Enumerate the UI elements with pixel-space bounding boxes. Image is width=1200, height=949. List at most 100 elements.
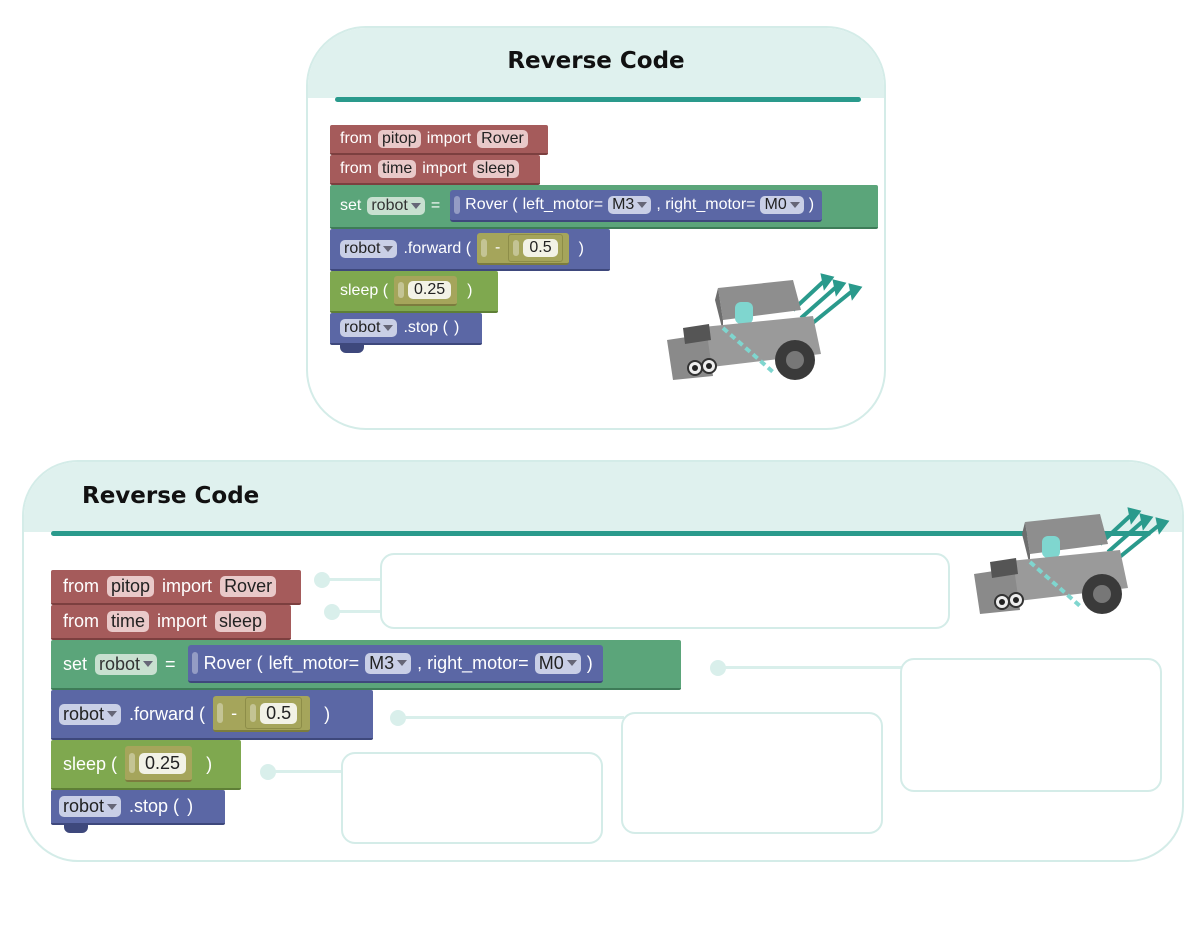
left-motor-label: left_motor= (522, 196, 604, 213)
top-card-rule (335, 97, 861, 102)
bottom-card-rule (51, 531, 1151, 536)
forward-block[interactable]: robot .forward ( - 0.5 ) (51, 690, 373, 740)
annotation-connector-line (404, 716, 624, 719)
connector-notch (129, 752, 136, 774)
dropdown-caret-icon (107, 803, 118, 810)
connector-notch (217, 702, 224, 724)
annotation-connector-line (338, 610, 382, 613)
annotation-connector-dot (710, 660, 726, 676)
left-motor-dropdown[interactable]: M3 (608, 196, 652, 214)
close-paren: ) (467, 282, 473, 299)
dropdown-caret-icon (143, 661, 154, 667)
forward-speed-value[interactable]: 0.5 (523, 239, 558, 257)
set-robot-block[interactable]: set robot = Rover ( left_motor= M3 , rig… (330, 185, 878, 229)
number-block[interactable]: 0.5 (245, 697, 303, 729)
sleep-duration-value[interactable]: 0.25 (139, 752, 187, 774)
import-sleep-block[interactable]: from time import sleep (51, 605, 291, 640)
connector-notch (513, 240, 520, 256)
close-paren: ) (187, 796, 194, 816)
connector-notch (454, 196, 461, 214)
negate-block[interactable]: - 0.5 (477, 233, 569, 265)
import-rover-block[interactable]: from pitop import Rover (51, 570, 301, 605)
from-keyword: from (63, 576, 99, 596)
annotation-connector-dot (324, 604, 340, 620)
left-motor-dropdown[interactable]: M3 (365, 652, 412, 674)
sleep-duration-value[interactable]: 0.25 (408, 281, 452, 299)
import-name-rover: Rover (477, 130, 528, 148)
connector-notch (398, 281, 405, 299)
stop-block[interactable]: robot .stop ( ) (51, 790, 225, 825)
import-rover-block[interactable]: from pitop import Rover (330, 125, 548, 155)
module-pitop: pitop (107, 576, 155, 597)
block-bottom-tab (340, 345, 364, 353)
number-block[interactable]: 0.5 (508, 234, 563, 262)
forward-speed-value[interactable]: 0.5 (260, 702, 298, 724)
import-keyword: import (422, 160, 467, 177)
dropdown-caret-icon (789, 202, 800, 208)
dropdown-caret-icon (383, 325, 394, 331)
right-motor-dropdown[interactable]: M0 (760, 196, 804, 214)
equals-sign: = (165, 653, 176, 674)
robot-variable-dropdown[interactable]: robot (367, 197, 425, 215)
robot-variable-dropdown[interactable]: robot (59, 796, 122, 817)
close-paren: ) (586, 652, 593, 673)
stop-method-label: .stop ( (403, 319, 448, 336)
right-motor-label: , right_motor= (417, 652, 529, 673)
bottom-card-header (24, 462, 1182, 532)
right-motor-value: M0 (764, 196, 787, 213)
close-paren: ) (206, 753, 213, 774)
forward-block[interactable]: robot .forward ( - 0.5 ) (330, 229, 610, 271)
import-name-rover: Rover (220, 576, 277, 597)
from-keyword: from (63, 611, 99, 631)
connector-notch (191, 652, 198, 674)
robot-variable-dropdown[interactable]: robot (340, 319, 398, 337)
robot-variable-dropdown[interactable]: robot (340, 240, 398, 258)
sleep-function-label: sleep ( (63, 753, 118, 774)
robot-variable-label: robot (344, 240, 381, 257)
connector-notch (481, 239, 488, 257)
rover-constructor-block[interactable]: Rover ( left_motor= M3 , right_motor= M0… (187, 645, 603, 683)
import-keyword: import (162, 576, 213, 596)
forward-method-label: .forward ( (403, 240, 472, 257)
annotation-connector-line (328, 578, 382, 581)
block-bottom-tab (64, 825, 88, 833)
rover-robot-illustration (974, 507, 1170, 614)
import-name-sleep: sleep (215, 611, 267, 632)
from-keyword: from (340, 130, 372, 147)
top-card-header (308, 28, 884, 98)
number-block[interactable]: 0.25 (394, 276, 458, 306)
robot-variable-dropdown[interactable]: robot (95, 653, 158, 675)
annotation-connector-dot (390, 710, 406, 726)
robot-variable-label: robot (99, 653, 141, 674)
robot-variable-dropdown[interactable]: robot (59, 703, 122, 725)
right-motor-value: M0 (538, 652, 564, 673)
module-time: time (107, 611, 150, 632)
bottom-card-title: Reverse Code (82, 483, 260, 509)
import-name-sleep: sleep (472, 160, 519, 178)
rover-constructor-block[interactable]: Rover ( left_motor= M3 , right_motor= M0… (450, 190, 823, 222)
stop-method-label: .stop ( (129, 796, 180, 816)
robot-variable-label: robot (63, 703, 105, 724)
number-block[interactable]: 0.25 (125, 746, 193, 782)
stop-block[interactable]: robot .stop ( ) (330, 313, 482, 345)
minus-operator: - (231, 702, 238, 723)
close-paren: ) (808, 196, 815, 213)
answer-box-set-robot[interactable] (900, 658, 1162, 792)
answer-box-imports[interactable] (380, 553, 950, 629)
answer-box-forward[interactable] (621, 712, 883, 834)
annotation-connector-line (274, 770, 344, 773)
dropdown-caret-icon (410, 203, 421, 209)
sleep-block[interactable]: sleep ( 0.25 ) (330, 271, 498, 313)
sleep-function-label: sleep ( (340, 282, 389, 299)
annotation-connector-dot (314, 572, 330, 588)
negate-block[interactable]: - 0.5 (213, 696, 311, 732)
sleep-block[interactable]: sleep ( 0.25 ) (51, 740, 241, 790)
import-sleep-block[interactable]: from time import sleep (330, 155, 540, 185)
dropdown-caret-icon (637, 202, 648, 208)
robot-variable-label: robot (344, 319, 381, 336)
right-motor-dropdown[interactable]: M0 (534, 652, 581, 674)
set-keyword: set (63, 653, 88, 674)
set-robot-block[interactable]: set robot = Rover ( left_motor= M3 , rig… (51, 640, 681, 690)
answer-box-sleep[interactable] (341, 752, 603, 844)
module-time: time (378, 160, 417, 178)
